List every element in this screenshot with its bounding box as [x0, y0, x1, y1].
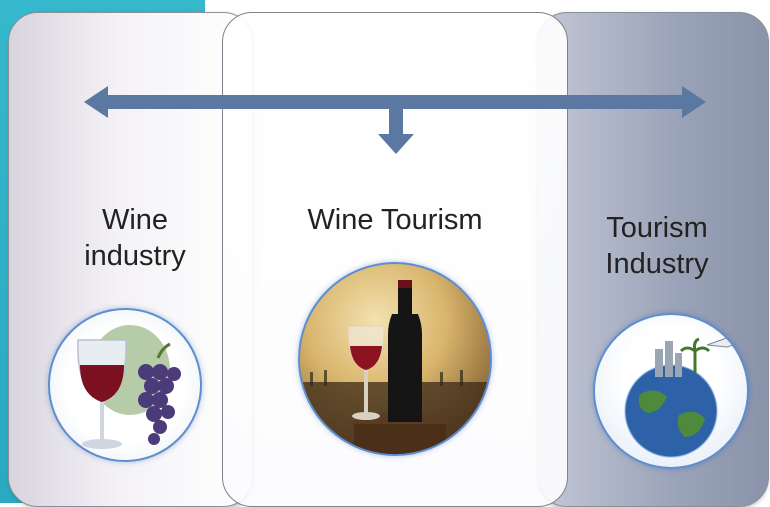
wine-tourism-label: Wine Tourism: [307, 204, 483, 236]
wine-bottle-sunset-icon: [298, 262, 492, 456]
tourism-industry-label: Tourism Industry: [582, 210, 732, 282]
tourism-industry-label-line2: Industry: [605, 248, 709, 280]
down-arrow-shaft: [389, 108, 403, 136]
wine-and-grapes-icon: [48, 308, 202, 462]
wine-industry-label-line1: Wine: [101, 204, 169, 236]
globe-travel-icon: [593, 313, 749, 469]
tourism-industry-label-line1: Tourism: [606, 212, 708, 244]
left-arrowhead-icon: [84, 86, 108, 118]
down-arrowhead-icon: [378, 134, 414, 154]
right-arrowhead-icon: [682, 86, 706, 118]
wine-industry-label-line2: industry: [84, 240, 186, 272]
horizontal-arrow-shaft: [104, 95, 684, 109]
wine-industry-label: Wine industry: [60, 202, 210, 274]
